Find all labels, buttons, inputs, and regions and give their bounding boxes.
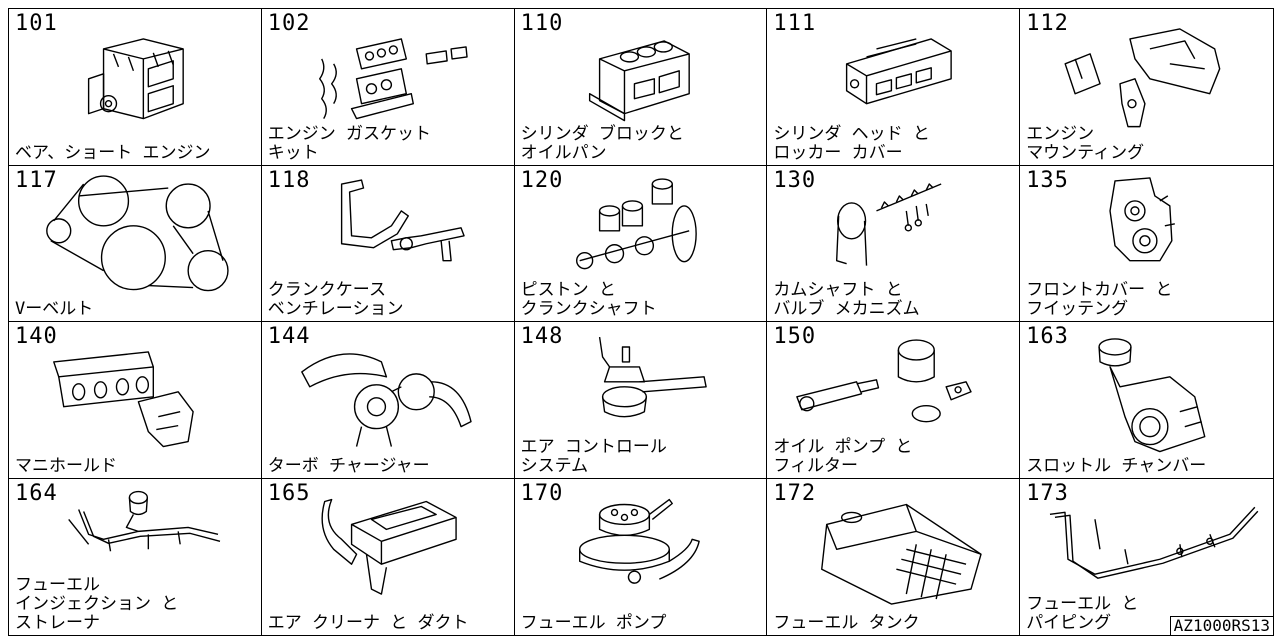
fuel-pump-icon xyxy=(578,498,700,584)
cylinder-block-icon xyxy=(588,40,690,122)
throttle-icon xyxy=(1098,338,1206,453)
catalog-cell-120[interactable]: 120 ピストン と クランクシャフト xyxy=(514,165,768,322)
catalog-cell-170[interactable]: 170 フューエル ポンプ xyxy=(515,478,768,635)
part-code: 130 xyxy=(773,167,817,193)
part-code: 172 xyxy=(773,480,817,506)
part-label: Vーベルト xyxy=(15,299,94,319)
manifold-icon xyxy=(53,351,194,448)
part-code: 173 xyxy=(1026,480,1069,506)
part-code: 101 xyxy=(15,11,58,36)
part-code: 140 xyxy=(15,324,58,349)
part-code: 170 xyxy=(520,480,564,506)
catalog-cell-117[interactable]: 117 Vーベルト xyxy=(9,165,262,322)
catalog-cell-163[interactable]: 163 スロットル チャンバー xyxy=(1020,322,1273,479)
catalog-cell-148[interactable]: 148 エア コントロール システム xyxy=(514,322,768,479)
fuel-tank-icon xyxy=(821,503,983,605)
part-label: フロントカバー と フイッテング xyxy=(1026,280,1173,319)
part-label: フューエル タンク xyxy=(773,613,920,633)
part-code: 120 xyxy=(520,167,564,193)
piston-crank-icon xyxy=(575,177,697,269)
catalog-cell-130[interactable]: 130 カムシャフト と バルブ メカニズム xyxy=(767,165,1021,322)
part-label: オイル ポンプ と フィルター xyxy=(773,436,913,476)
oil-pump-icon xyxy=(796,339,973,423)
part-label: シリンダ ブロックと オイルパン xyxy=(520,123,684,163)
catalog-cell-118[interactable]: 118 クランクケース ベンチレーション xyxy=(261,165,515,322)
catalog-cell-150[interactable]: 150 オイル ポンプ と フィルター xyxy=(767,322,1021,479)
part-label: クランクケース ベンチレーション xyxy=(267,280,404,319)
parts-catalog-grid: 101 ベア、ショート エンジン 102 エンジン ガスケット キット 110 … xyxy=(8,8,1274,636)
part-label: エア コントロール システム xyxy=(520,436,667,476)
part-label: エンジン ガスケット キット xyxy=(267,123,432,163)
part-label: シリンダ ヘッド と ロッカー カバー xyxy=(773,123,930,163)
catalog-cell-165[interactable]: 165 エア クリーナ と ダクト xyxy=(262,478,515,635)
part-label: スロットル チャンバー xyxy=(1026,455,1207,476)
catalog-cell-111[interactable]: 111 シリンダ ヘッド と ロッカー カバー xyxy=(767,9,1021,166)
fuel-piping-icon xyxy=(1050,506,1259,579)
part-code: 118 xyxy=(267,167,311,193)
catalog-cell-135[interactable]: 135 フロントカバー と フイッテング xyxy=(1020,166,1273,322)
part-code: 165 xyxy=(267,480,311,506)
air-cleaner-icon xyxy=(321,498,457,595)
crankcase-vent-icon xyxy=(340,178,465,261)
part-label: マニホールド xyxy=(15,455,117,476)
catalog-cell-101[interactable]: 101 ベア、ショート エンジン xyxy=(9,9,262,166)
camshaft-icon xyxy=(836,182,942,266)
turbo-icon xyxy=(300,353,472,447)
part-code: 163 xyxy=(1026,324,1069,349)
air-control-icon xyxy=(598,336,707,418)
part-code: 148 xyxy=(520,324,564,349)
cylinder-head-icon xyxy=(846,38,953,105)
fuel-injection-icon xyxy=(68,490,221,551)
part-code: 164 xyxy=(15,480,58,506)
part-label: エア クリーナ と ダクト xyxy=(267,613,469,633)
part-code: 135 xyxy=(1026,167,1069,193)
part-label: カムシャフト と バルブ メカニズム xyxy=(773,280,920,319)
part-code: 102 xyxy=(267,11,311,36)
part-code: 111 xyxy=(773,11,817,36)
part-code: 112 xyxy=(1026,11,1069,36)
catalog-cell-164[interactable]: 164 フューエル インジェクション と ストレーナ xyxy=(9,478,262,635)
catalog-cell-173[interactable]: 173 フューエル と パイピング xyxy=(1020,479,1273,636)
part-label: フューエル インジェクション と ストレーナ xyxy=(15,575,179,633)
catalog-cell-112[interactable]: 112 エンジン マウンティング xyxy=(1020,9,1273,166)
short-engine-icon xyxy=(87,38,184,120)
catalog-cell-172[interactable]: 172 フューエル タンク xyxy=(767,478,1021,635)
front-cover-icon xyxy=(1109,176,1176,261)
part-label: エンジン マウンティング xyxy=(1026,123,1145,163)
catalog-cell-140[interactable]: 140 マニホールド xyxy=(9,322,262,479)
engine-mount-icon xyxy=(1064,28,1221,128)
catalog-cell-144[interactable]: 144 ターボ チャージャー xyxy=(261,322,515,479)
part-code: 144 xyxy=(267,324,311,349)
catalog-cell-110[interactable]: 110 シリンダ ブロックと オイルパン xyxy=(514,9,768,166)
part-label: フューエル ポンプ xyxy=(520,613,667,633)
part-code: 117 xyxy=(15,167,58,193)
catalog-cell-102[interactable]: 102 エンジン ガスケット キット xyxy=(261,9,515,166)
part-label: ターボ チャージャー xyxy=(267,455,430,476)
part-code: 110 xyxy=(520,11,564,36)
part-label: ピストン と クランクシャフト xyxy=(520,280,657,319)
part-label: ベア、ショート エンジン xyxy=(15,142,211,163)
gasket-kit-icon xyxy=(318,38,468,120)
v-belt-icon xyxy=(46,174,229,291)
part-label: フューエル と パイピング xyxy=(1026,594,1139,633)
document-id: AZ1000RS13 xyxy=(1169,616,1274,636)
part-code: 150 xyxy=(773,324,817,349)
